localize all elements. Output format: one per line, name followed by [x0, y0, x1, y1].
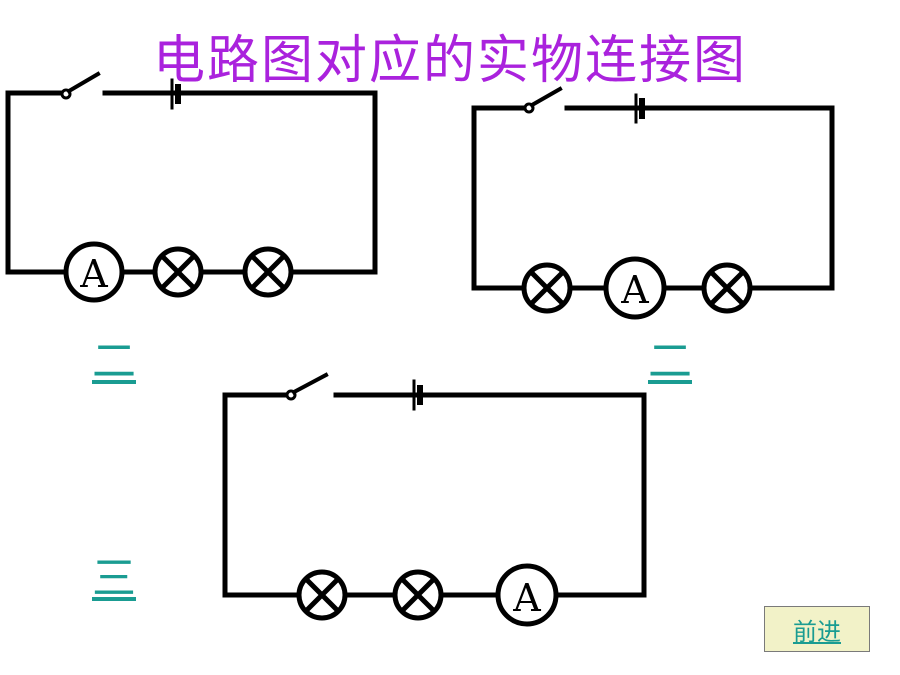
ammeter: A — [63, 241, 125, 303]
ammeter-label: A — [620, 268, 649, 312]
switch — [523, 86, 563, 114]
wire — [5, 90, 69, 275]
lamp — [392, 569, 444, 621]
switch — [60, 71, 101, 100]
link-circuit-1[interactable]: 二 — [92, 336, 136, 387]
wire — [471, 105, 528, 291]
circuit-1: A — [5, 71, 378, 303]
ammeter-label: A — [79, 252, 108, 296]
wire — [222, 392, 302, 598]
lamp — [242, 246, 294, 298]
forward-button[interactable]: 前进 — [764, 606, 870, 652]
page-title: 电路图对应的实物连接图 — [152, 31, 747, 91]
lamp — [701, 262, 753, 314]
battery — [170, 78, 181, 110]
battery — [634, 93, 645, 124]
forward-button-label: 前进 — [793, 617, 841, 646]
wire — [637, 105, 835, 291]
lamp — [152, 246, 204, 298]
ammeter: A — [495, 563, 559, 627]
lamp — [521, 262, 573, 314]
switch — [285, 372, 329, 401]
wire — [173, 90, 378, 275]
battery — [412, 379, 423, 411]
link-circuit-2[interactable]: 二 — [648, 336, 692, 387]
ammeter: A — [603, 256, 667, 320]
circuit-2: A — [471, 86, 835, 320]
lamp — [296, 569, 348, 621]
wire — [415, 392, 647, 598]
circuit-3: A — [222, 372, 647, 627]
link-circuit-3[interactable]: 三 — [92, 553, 136, 604]
ammeter-label: A — [512, 576, 541, 620]
